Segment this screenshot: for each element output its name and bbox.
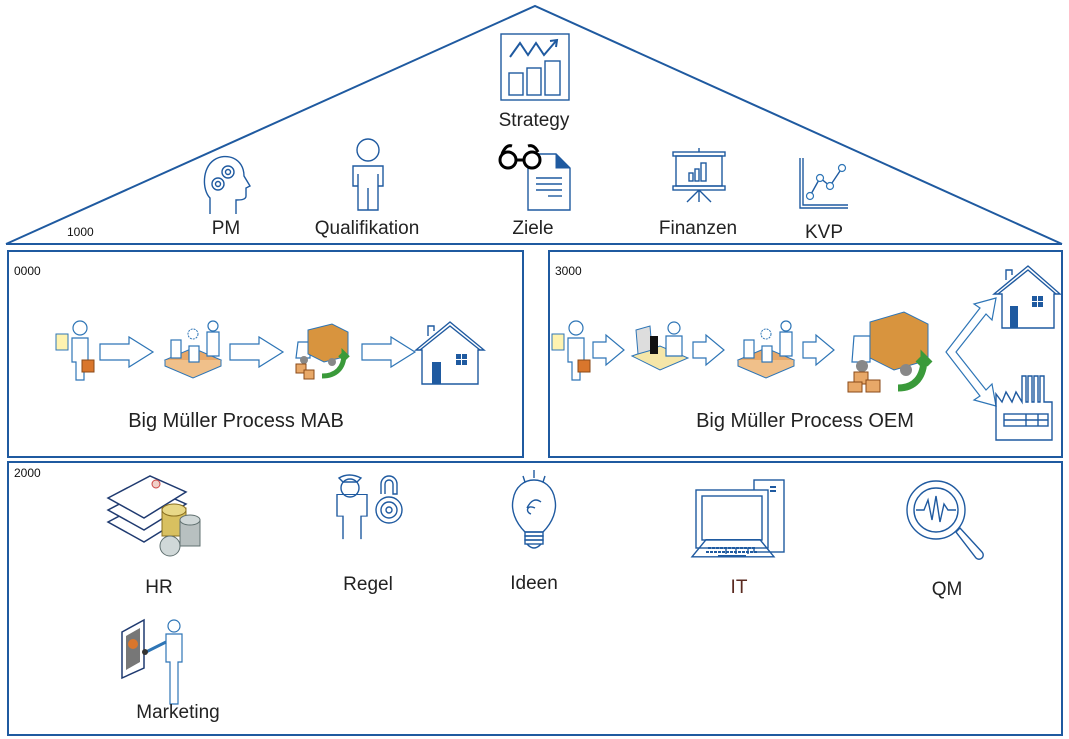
- arrow-right-icon: [99, 335, 155, 369]
- customer-order-icon: [551, 320, 591, 381]
- support-item-qm-label: QM: [931, 579, 963, 600]
- support-item-regel-label: Regel: [343, 574, 393, 595]
- customer-order-icon: [55, 320, 95, 381]
- support-code: 2000: [14, 466, 41, 480]
- support-item-hr-label: HR: [145, 577, 173, 598]
- person-icon: [352, 138, 384, 211]
- strategy-chart-icon: [500, 33, 570, 101]
- support-item-ideen-label: Ideen: [510, 573, 558, 594]
- roof-item-finanzen-label: Finanzen: [658, 218, 738, 239]
- process-oem-box: [548, 250, 1063, 458]
- roof-item-kvp-label: KVP: [804, 222, 844, 243]
- roof-item-qualifikation-label: Qualifikation: [314, 218, 420, 239]
- process-mab-title: Big Müller Process MAB: [128, 410, 344, 432]
- presentation-board-icon: [672, 148, 726, 203]
- documents-coins-icon: [106, 475, 201, 557]
- process-mab-code: 0000: [14, 264, 41, 278]
- head-gears-icon: [203, 155, 251, 214]
- strategy-label: Strategy: [498, 110, 570, 131]
- production-line-icon: [736, 320, 796, 379]
- line-graph-icon: [799, 158, 848, 209]
- arrow-right-icon: [692, 333, 725, 367]
- arrow-right-icon: [229, 335, 285, 369]
- production-line-icon: [163, 320, 223, 379]
- magnifier-wave-icon: [906, 480, 984, 560]
- delivery-truck-icon: [295, 323, 350, 380]
- roof-item-ziele-label: Ziele: [512, 218, 554, 239]
- process-oem-code: 3000: [555, 264, 582, 278]
- computer-icon: [690, 479, 785, 558]
- guard-lock-icon: [336, 474, 403, 540]
- roof-code: 1000: [67, 225, 94, 239]
- lightbulb-icon: [511, 470, 557, 549]
- roof-outline: [5, 4, 1063, 245]
- factory-icon: [995, 375, 1053, 441]
- process-mab-box: [7, 250, 524, 458]
- support-item-marketing-label: Marketing: [136, 702, 220, 723]
- glasses-document-icon: [498, 144, 571, 211]
- support-box: [7, 461, 1063, 736]
- arrow-right-icon: [802, 333, 835, 367]
- arrow-right-icon: [361, 335, 417, 369]
- house-icon: [414, 321, 486, 385]
- process-oem-title: Big Müller Process OEM: [696, 410, 914, 432]
- presenter-icon: [121, 618, 183, 705]
- lab-engineer-icon: [630, 321, 690, 371]
- support-item-it-label: IT: [730, 577, 748, 598]
- delivery-truck-icon: [847, 311, 933, 393]
- arrow-right-icon: [592, 333, 625, 367]
- house-icon: [992, 265, 1062, 329]
- roof-item-pm-label: PM: [211, 218, 241, 239]
- split-arrows-icon: [945, 297, 997, 407]
